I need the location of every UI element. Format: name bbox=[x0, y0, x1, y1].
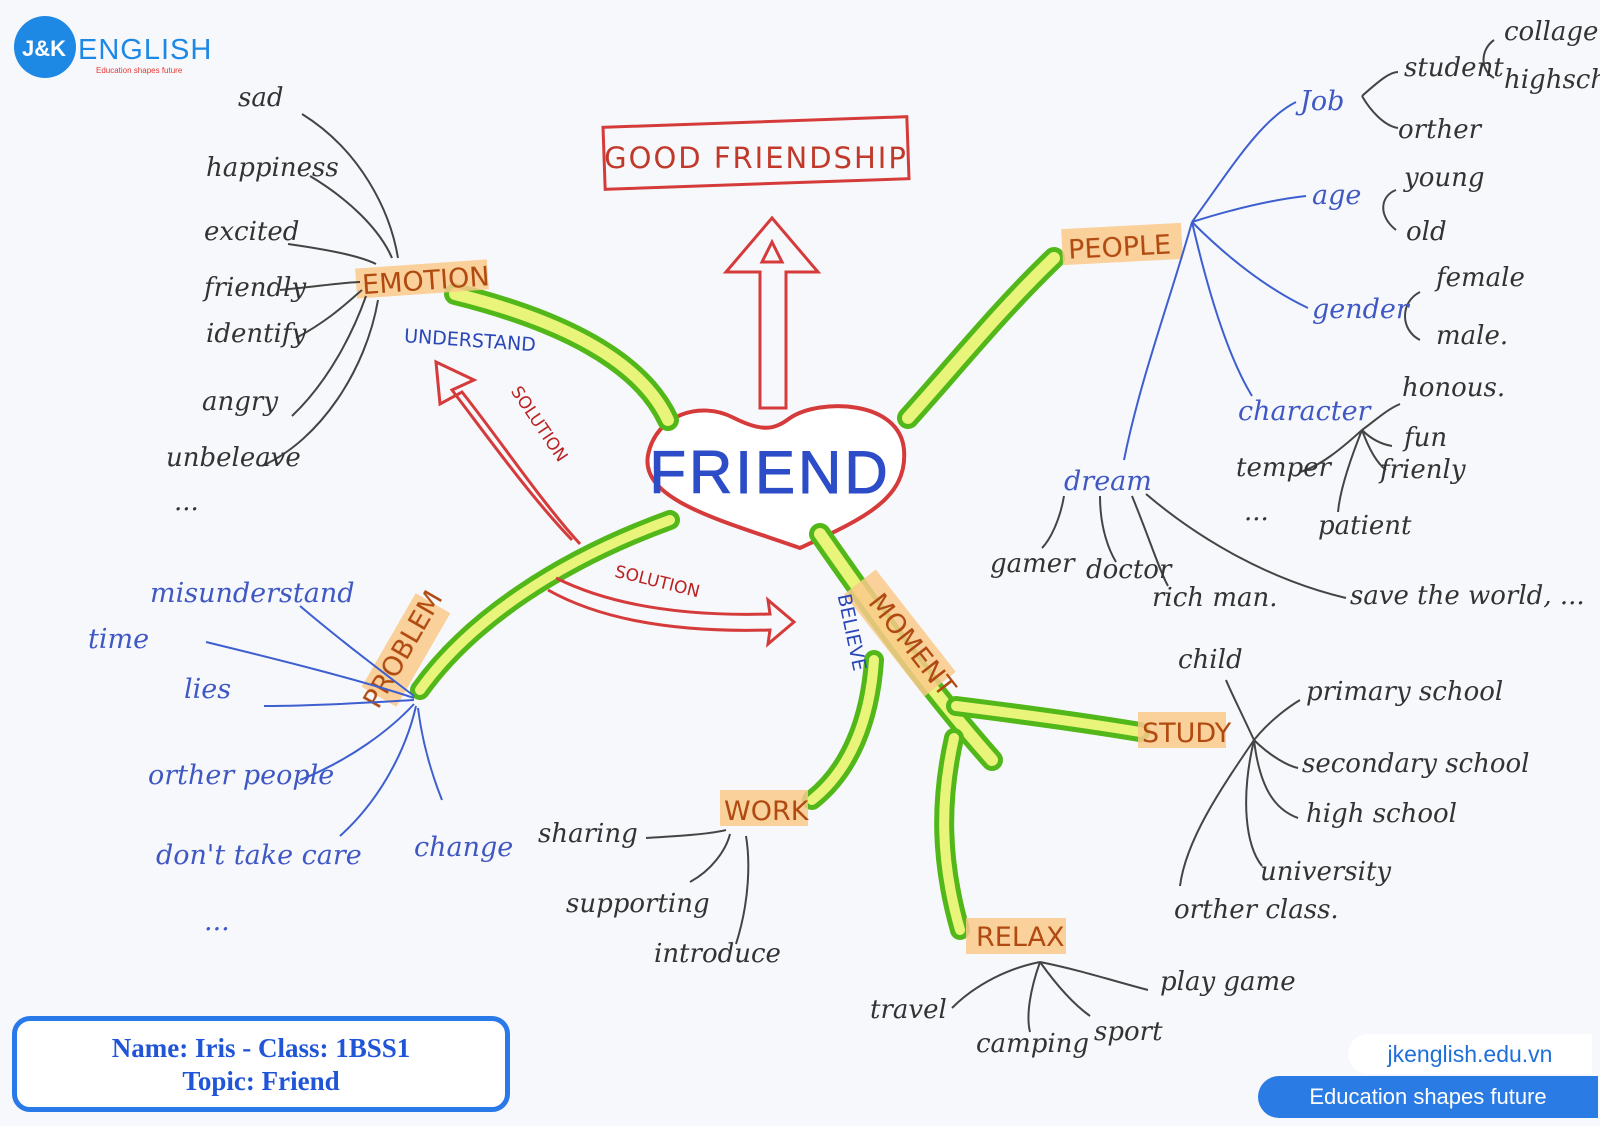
emotion-word-friendly: friendly bbox=[202, 273, 306, 303]
people-patient: patient bbox=[1318, 511, 1412, 541]
study-secondary-school: secondary school bbox=[1302, 749, 1530, 779]
people-job: Job bbox=[1295, 86, 1344, 117]
people-frienly: frienly bbox=[1378, 455, 1466, 485]
study-child: child bbox=[1178, 645, 1243, 675]
study-connectors bbox=[1179, 679, 1301, 887]
branch-highlights bbox=[355, 222, 1226, 954]
branch-line-emotion bbox=[444, 283, 679, 431]
people-connectors bbox=[1123, 101, 1309, 461]
title-box bbox=[601, 115, 911, 191]
people-gender: gender bbox=[1312, 294, 1411, 325]
arrow-to-understand bbox=[434, 359, 582, 546]
relax-play-game: play game bbox=[1160, 967, 1296, 997]
branch-work: WORK bbox=[724, 796, 810, 827]
people-sub-connectors bbox=[1041, 39, 1495, 599]
people-male: male. bbox=[1436, 321, 1508, 351]
heart-shape bbox=[645, 404, 907, 551]
problem-more: ... bbox=[204, 906, 230, 937]
people-honous: honous. bbox=[1402, 373, 1505, 403]
emotion-word-happiness: happiness bbox=[206, 153, 339, 183]
people-fun: fun bbox=[1402, 423, 1447, 453]
branch-relax: RELAX bbox=[976, 922, 1064, 953]
emotion-word-angry: angry bbox=[202, 387, 278, 417]
people-age: age bbox=[1312, 180, 1361, 211]
people-more: ... bbox=[1244, 497, 1269, 527]
people-old: old bbox=[1406, 217, 1447, 247]
problem-connectors bbox=[205, 605, 443, 837]
label-solution-up: SOLUTION bbox=[506, 383, 571, 466]
work-sharing: sharing bbox=[538, 819, 638, 849]
logo-english: ENGLISH bbox=[78, 34, 213, 66]
branch-fill-emotion bbox=[449, 288, 674, 426]
people-temper: temper bbox=[1236, 453, 1333, 483]
center-word: FRIEND bbox=[649, 439, 890, 506]
people-student: student bbox=[1404, 53, 1504, 83]
problem-orther-people: orther people bbox=[148, 760, 334, 791]
study-university: university bbox=[1260, 857, 1391, 887]
emotion-word-identify: identify bbox=[206, 319, 306, 349]
people-collage: collage bbox=[1504, 17, 1598, 47]
branch-fill-problem bbox=[415, 515, 675, 695]
relax-sport: sport bbox=[1094, 1017, 1163, 1047]
red-arrows bbox=[434, 359, 797, 648]
emotion-word-more: ... bbox=[174, 487, 199, 517]
emotion-word-sad: sad bbox=[238, 83, 284, 113]
people-save-world: save the world, ... bbox=[1350, 581, 1585, 611]
emotion-word-unbeleave: unbeleave bbox=[166, 443, 301, 473]
slogan-banner: Education shapes future bbox=[1258, 1076, 1598, 1118]
branch-fill-people bbox=[902, 252, 1060, 424]
relax-camping: camping bbox=[976, 1029, 1089, 1059]
branch-fill-relax bbox=[939, 733, 965, 935]
problem-time: time bbox=[88, 624, 149, 655]
up-arrow bbox=[722, 215, 822, 410]
emotion-word-excited: excited bbox=[204, 217, 299, 247]
study-high-school: high school bbox=[1306, 799, 1457, 829]
people-doctor: doctor bbox=[1086, 555, 1173, 585]
people-orther-job: orther bbox=[1398, 115, 1483, 145]
work-connectors bbox=[645, 829, 750, 945]
branch-fill-work bbox=[807, 655, 879, 805]
label-understand: UNDERSTAND bbox=[403, 325, 536, 356]
problem-misunderstand: misunderstand bbox=[150, 578, 355, 609]
people-female: female bbox=[1434, 263, 1525, 293]
branch-fill-study bbox=[951, 701, 1145, 737]
people-character: character bbox=[1238, 396, 1373, 427]
work-introduce: introduce bbox=[654, 939, 781, 969]
problem-dont-take-care: don't take care bbox=[156, 840, 362, 871]
problem-lies: lies bbox=[184, 674, 231, 705]
title-text: GOOD FRIENDSHIP bbox=[604, 141, 908, 175]
topic-line: Topic: Friend bbox=[182, 1066, 340, 1096]
arrow-to-believe bbox=[547, 576, 797, 648]
branch-study: STUDY bbox=[1142, 718, 1232, 749]
logo-jk: J&K bbox=[22, 36, 67, 61]
logo-tagline: Education shapes future bbox=[96, 66, 183, 75]
logo-circle bbox=[14, 16, 76, 78]
label-solution-right: SOLUTION bbox=[613, 562, 702, 602]
relax-connectors bbox=[951, 961, 1149, 1033]
brand-logo: J&K ENGLISH Education shapes future bbox=[14, 12, 214, 82]
problem-change: change bbox=[414, 832, 513, 863]
student-name-line: Name: Iris - Class: 1BSS1 bbox=[111, 1033, 411, 1063]
people-young: young bbox=[1403, 163, 1484, 193]
study-orther-class: orther class. bbox=[1174, 895, 1339, 925]
student-info-box: Name: Iris - Class: 1BSS1 Topic: Friend bbox=[12, 1016, 510, 1112]
branch-people: PEOPLE bbox=[1067, 229, 1171, 265]
study-primary-school: primary school bbox=[1306, 677, 1503, 707]
people-gamer: gamer bbox=[990, 549, 1076, 579]
people-dream: dream bbox=[1064, 466, 1152, 497]
people-rich-man: rich man. bbox=[1152, 583, 1277, 613]
emotion-connectors bbox=[261, 113, 399, 467]
website-link[interactable]: jkenglish.edu.vn bbox=[1348, 1034, 1592, 1074]
work-supporting: supporting bbox=[566, 889, 710, 919]
relax-travel: travel bbox=[870, 995, 947, 1025]
